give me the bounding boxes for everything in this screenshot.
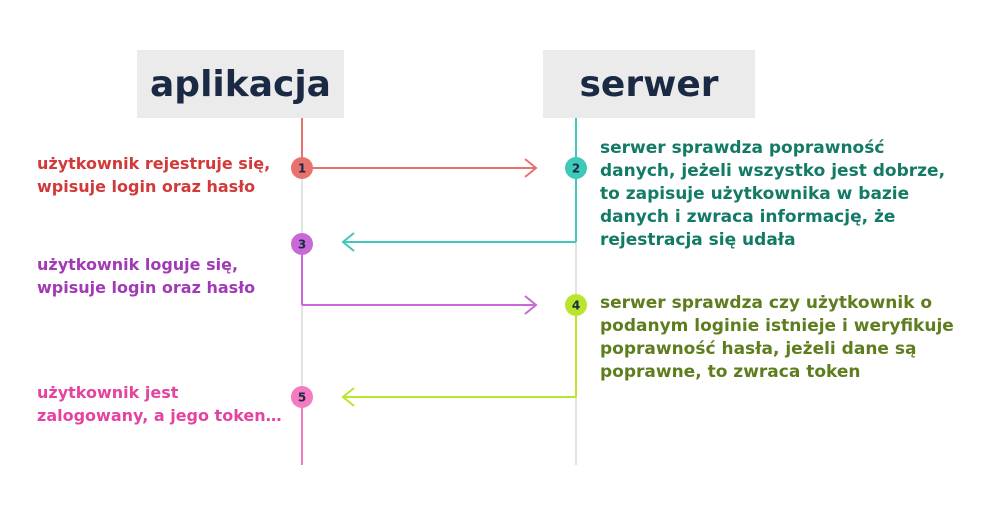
step-1-text: użytkownik rejestruje się, wpisuje login… <box>37 154 271 196</box>
step-5-text: użytkownik jest zalogowany, a jego token… <box>37 383 282 425</box>
step-3-badge: 3 <box>291 233 313 255</box>
step-2-text: serwer sprawdza poprawność danych, jeżel… <box>600 138 946 250</box>
step-4-text: serwer sprawdza czy użytkownik o podanym… <box>600 293 954 382</box>
arrow-3-head <box>524 295 538 315</box>
step-4-badge: 4 <box>565 294 587 316</box>
arrow-4-head <box>341 387 355 407</box>
step-5-badge: 5 <box>291 386 313 408</box>
step-2-number: 2 <box>572 162 580 176</box>
step-5-number: 5 <box>298 391 306 405</box>
server-column-header: serwer <box>543 50 755 118</box>
step-2-badge: 2 <box>565 157 587 179</box>
app-column-header: aplikacja <box>137 50 344 118</box>
arrow-2-head <box>341 232 355 252</box>
step-3-number: 3 <box>298 238 306 252</box>
step-1-badge: 1 <box>291 157 313 179</box>
step-1-number: 1 <box>298 162 306 176</box>
arrow-1-head <box>524 158 538 178</box>
step-4-number: 4 <box>572 299 580 313</box>
step-3-text: użytkownik loguje się, wpisuje login ora… <box>37 255 256 297</box>
